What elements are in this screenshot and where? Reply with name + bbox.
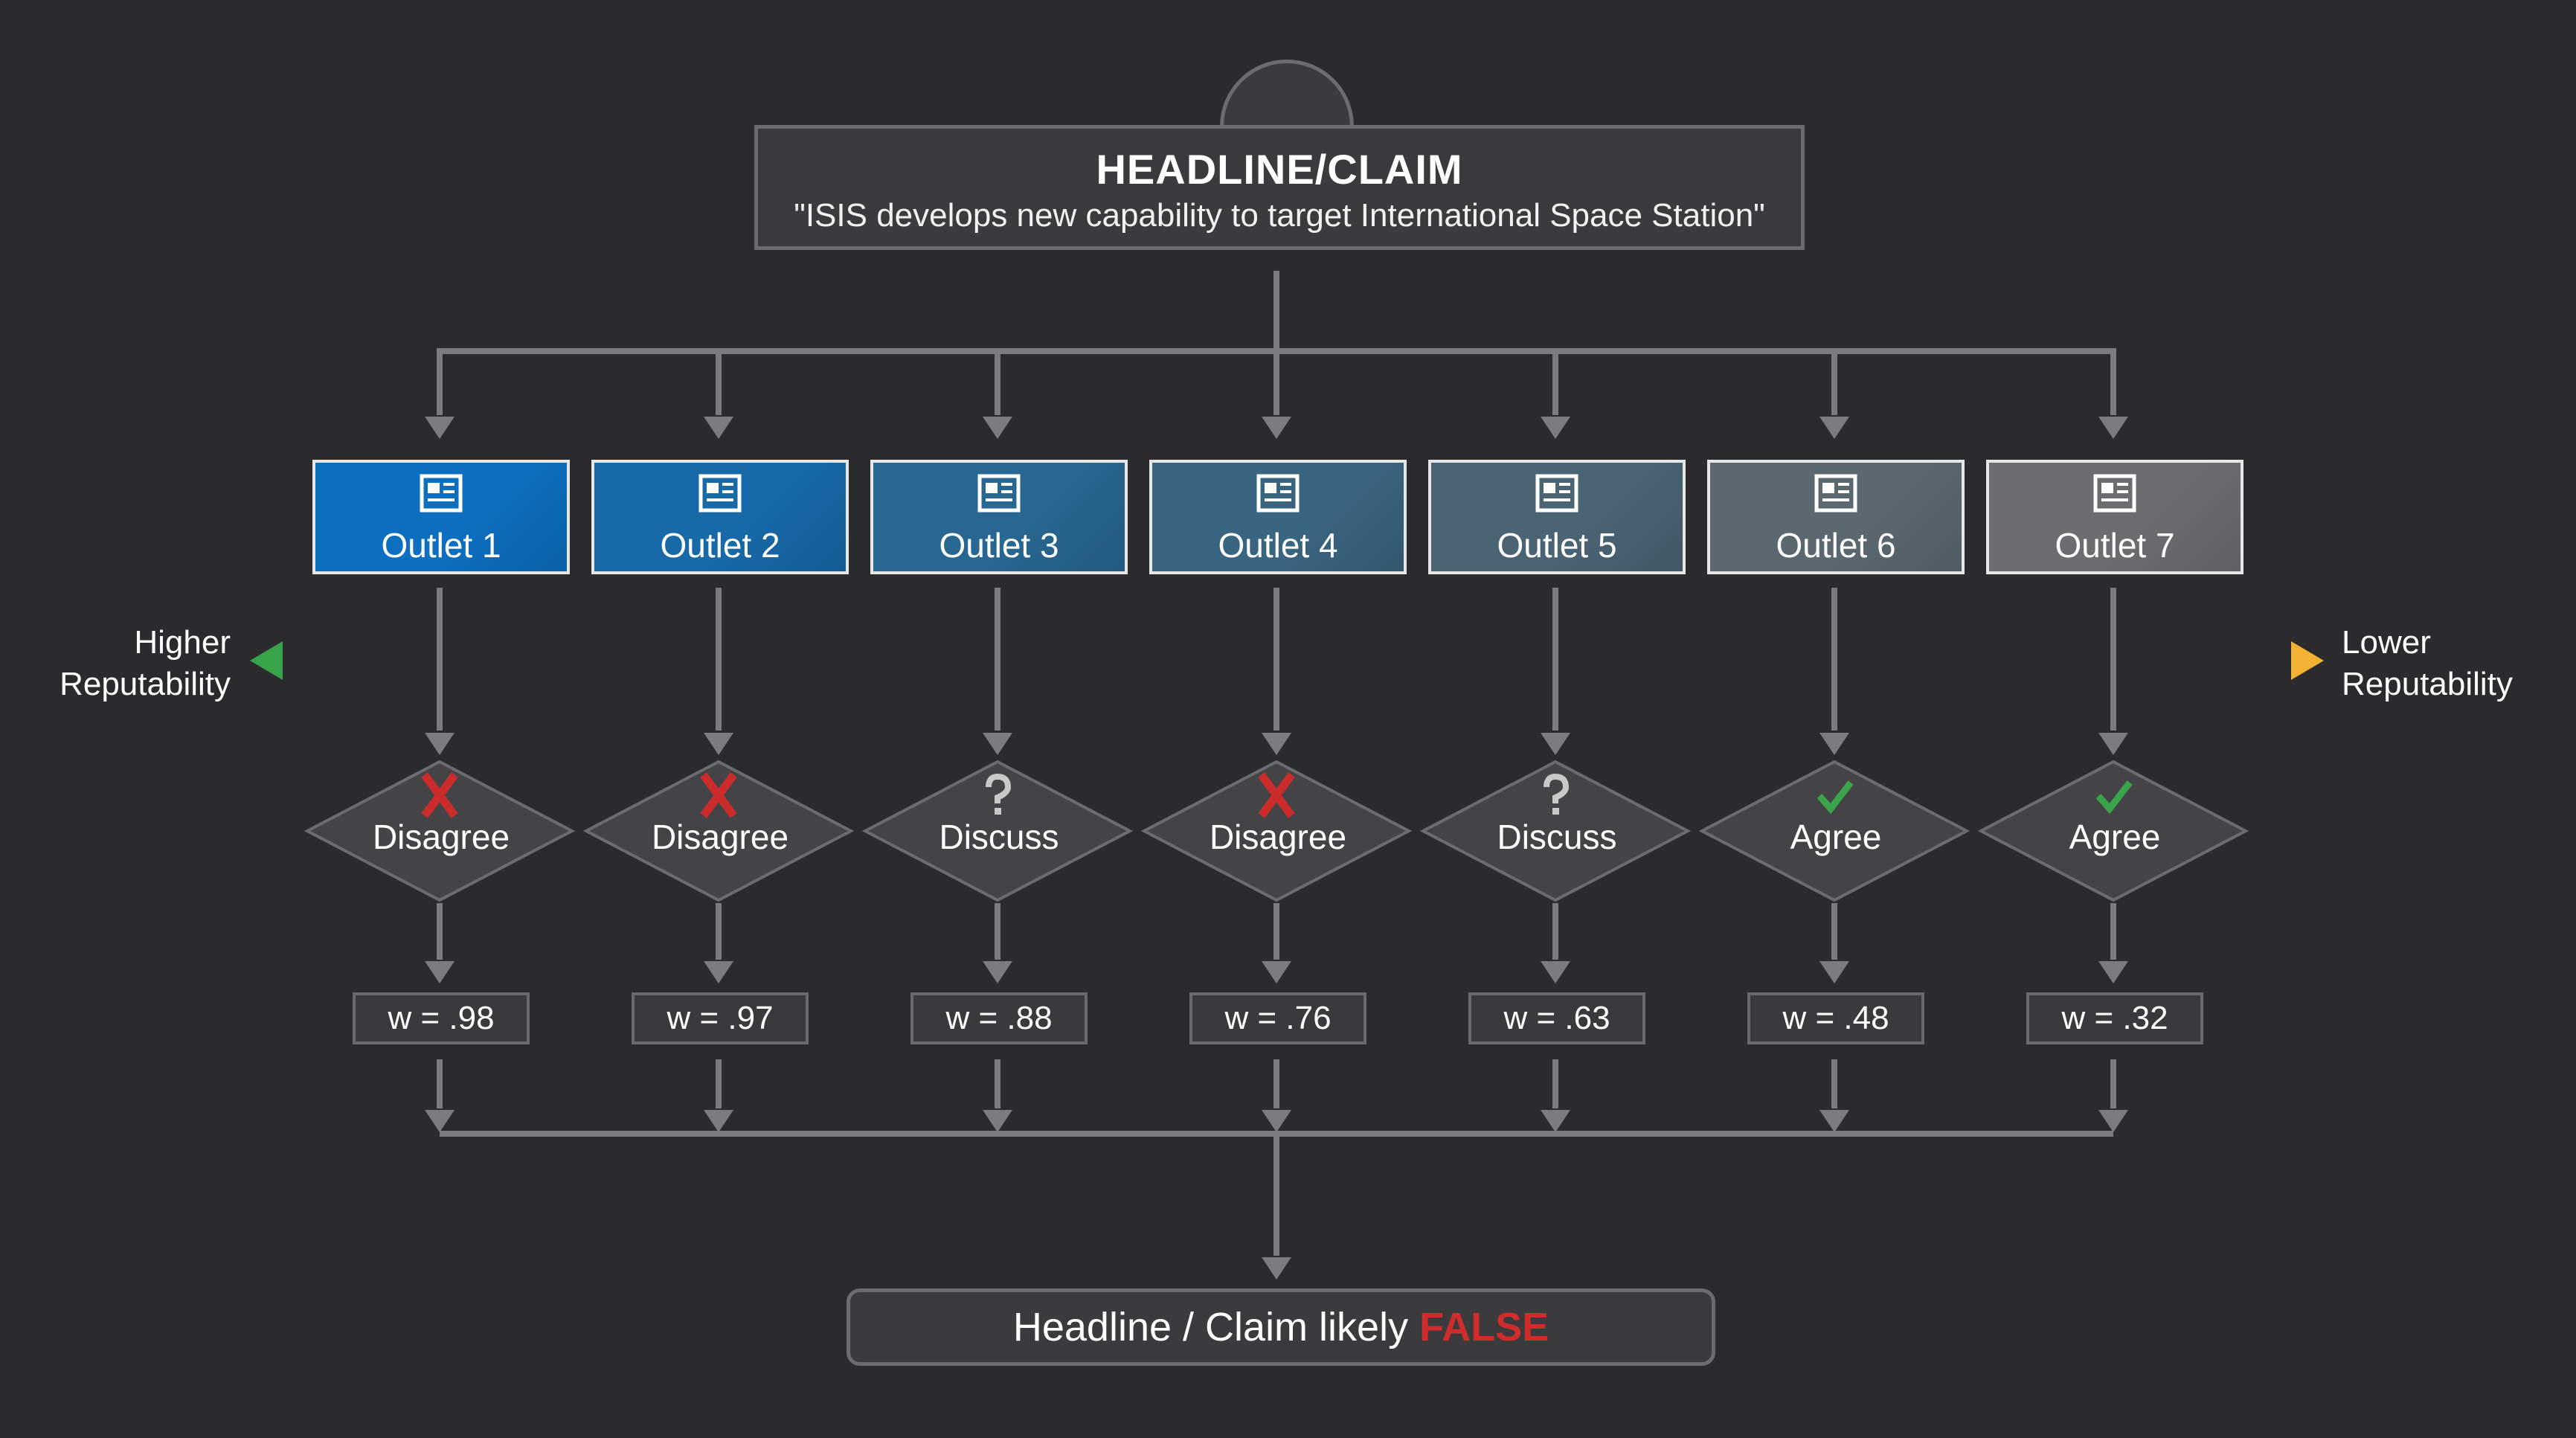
arrow-head xyxy=(425,733,455,755)
arrow-head xyxy=(983,733,1012,755)
stance-diamond xyxy=(1977,760,2249,902)
arrow-head xyxy=(983,1110,1012,1132)
stance-diamond xyxy=(582,760,855,902)
arrow-head xyxy=(1819,417,1849,439)
arrow-head xyxy=(1541,1110,1570,1132)
arrow-head xyxy=(1262,1110,1291,1132)
question-icon xyxy=(986,773,1012,803)
arrow-head xyxy=(425,417,455,439)
arrow-head xyxy=(704,733,733,755)
megaphone-icon xyxy=(1257,92,1268,113)
x-icon xyxy=(421,772,458,818)
stance-diamond xyxy=(1419,760,1692,902)
higher-reputability-arrowhead xyxy=(250,641,283,680)
stance-diamond xyxy=(1140,760,1413,902)
arrow-head xyxy=(1541,961,1570,983)
arrow-head xyxy=(1262,961,1291,983)
lower-reputability-arrowhead xyxy=(2291,641,2324,680)
stance-diamond xyxy=(861,760,1134,902)
arrow-head xyxy=(1262,733,1291,755)
stance-diamond xyxy=(1698,760,1970,902)
arrow-head xyxy=(1819,961,1849,983)
arrow-head xyxy=(704,961,733,983)
x-icon xyxy=(1258,772,1295,818)
question-icon xyxy=(1552,808,1559,815)
arrow-head xyxy=(704,1110,733,1132)
stance-diamond xyxy=(303,760,576,902)
check-icon xyxy=(1817,780,1854,815)
arrow-head xyxy=(2098,1110,2128,1132)
arrow-head xyxy=(704,417,733,439)
arrow-head xyxy=(1262,417,1291,439)
check-icon xyxy=(2095,780,2133,815)
megaphone-icon xyxy=(1265,112,1273,126)
arrow-head xyxy=(1819,733,1849,755)
arrow-head xyxy=(983,961,1012,983)
arrow-head xyxy=(425,1110,455,1132)
x-icon xyxy=(700,772,737,818)
arrow-head xyxy=(425,961,455,983)
arrow-head xyxy=(1541,733,1570,755)
arrow-head xyxy=(1541,417,1570,439)
question-icon xyxy=(995,808,1001,815)
arrow-head xyxy=(1819,1110,1849,1132)
arrow-head xyxy=(983,417,1012,439)
arrow-head xyxy=(2098,733,2128,755)
arrow-head xyxy=(1262,1257,1291,1280)
arrow-head xyxy=(2098,417,2128,439)
arrow-head xyxy=(2098,961,2128,983)
question-icon xyxy=(1544,773,1570,803)
